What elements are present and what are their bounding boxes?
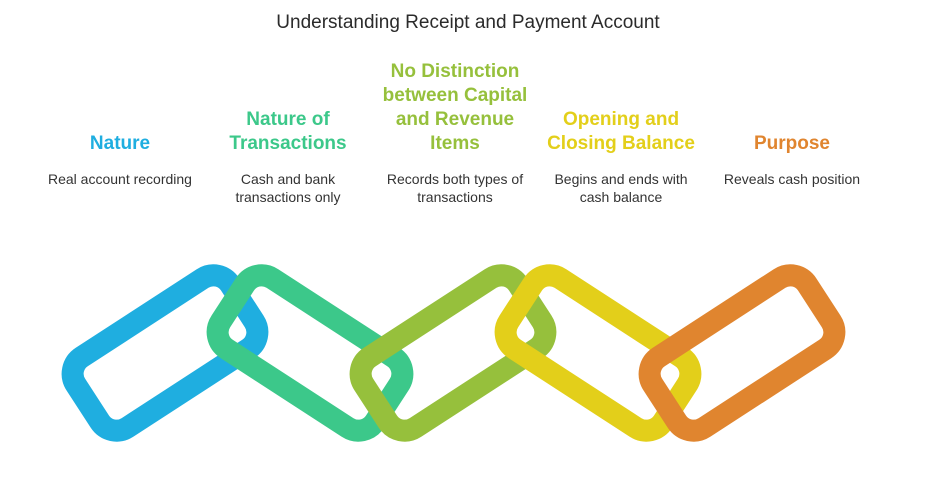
item-heading: Opening and Closing Balance — [547, 109, 695, 154]
item-heading: Nature of Transactions — [229, 109, 347, 154]
item-nature-of-transactions: Nature of Transactions Cash and bank tra… — [208, 56, 368, 206]
item-heading: Purpose — [753, 133, 831, 154]
item-heading: No Distinction between Capital and Reven… — [382, 61, 528, 154]
item-description: Begins and ends with cash balance — [554, 171, 688, 205]
item-description: Records both types of transactions — [386, 171, 524, 205]
item-description: Cash and bank transactions only — [235, 171, 341, 205]
item-opening-closing-balance: Opening and Closing Balance Begins and e… — [541, 56, 701, 206]
item-purpose: Purpose Reveals cash position — [712, 56, 872, 188]
item-no-distinction: No Distinction between Capital and Reven… — [375, 56, 535, 206]
item-heading: Nature — [89, 133, 151, 154]
diagram-title: Understanding Receipt and Payment Accoun… — [276, 12, 660, 33]
item-description: Real account recording — [48, 171, 192, 187]
item-description: Reveals cash position — [723, 171, 861, 187]
item-nature: Nature Real account recording — [40, 56, 200, 188]
chain-link — [638, 264, 846, 442]
